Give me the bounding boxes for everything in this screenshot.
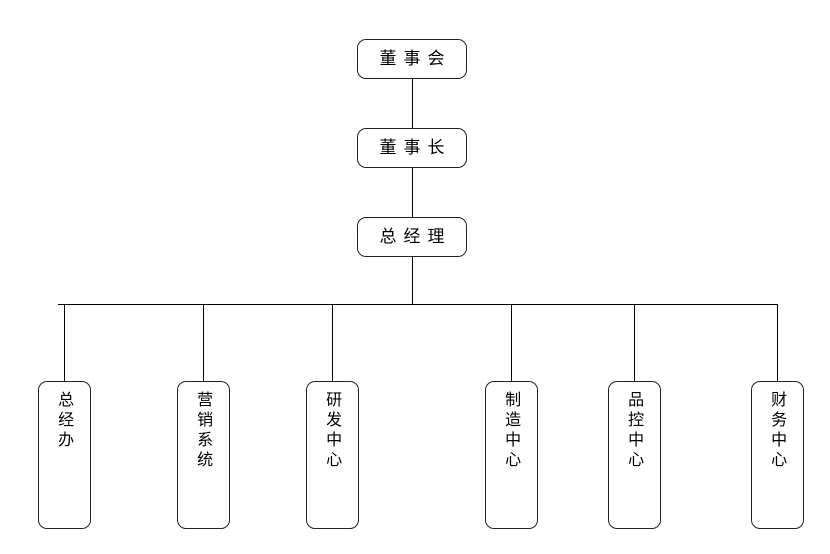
node-label: 营销系统	[194, 391, 214, 471]
node-rnd-center[interactable]: 研发中心	[306, 381, 359, 529]
node-board-of-directors[interactable]: 董事会	[357, 39, 467, 79]
node-finance-center[interactable]: 财务中心	[751, 381, 804, 529]
connector-drop-marketing	[203, 304, 204, 381]
connector-gm-to-bus	[412, 257, 413, 304]
node-manufacturing-center[interactable]: 制造中心	[485, 381, 538, 529]
node-label: 董事长	[379, 137, 452, 158]
connector-drop-rnd	[332, 304, 333, 381]
connector-chairman-to-gm	[412, 168, 413, 217]
connector-drop-finance	[777, 304, 778, 381]
node-label: 研发中心	[323, 391, 343, 471]
node-quality-control-center[interactable]: 品控中心	[608, 381, 661, 529]
connector-drop-quality	[634, 304, 635, 381]
node-label: 制造中心	[502, 391, 522, 471]
node-label: 董事会	[379, 48, 452, 69]
connector-drop-manufacturing	[511, 304, 512, 381]
node-marketing-system[interactable]: 营销系统	[177, 381, 230, 529]
node-chairman[interactable]: 董事长	[357, 128, 467, 168]
node-label: 总经理	[379, 226, 452, 247]
node-label: 总经办	[55, 391, 75, 451]
node-general-office[interactable]: 总经办	[38, 381, 91, 529]
connector-board-to-chairman	[412, 79, 413, 128]
connector-drop-general-office	[64, 304, 65, 381]
node-label: 品控中心	[625, 391, 645, 471]
connector-horizontal-bus	[58, 304, 778, 305]
node-label: 财务中心	[768, 391, 788, 471]
node-general-manager[interactable]: 总经理	[357, 217, 467, 257]
